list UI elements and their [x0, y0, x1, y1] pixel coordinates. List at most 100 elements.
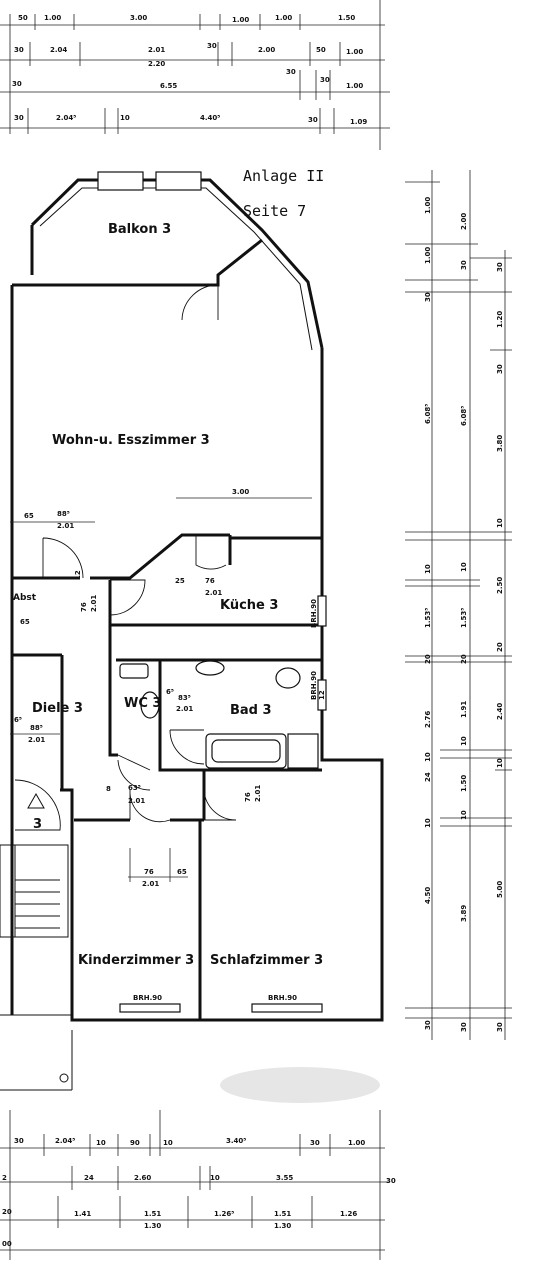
right-c1-6: 20: [424, 654, 432, 664]
dim-wc2: 83⁵: [178, 694, 191, 702]
room-label-diele: Diele 3: [32, 701, 83, 716]
doors: [14, 284, 237, 831]
dim-ki1: 76: [144, 868, 154, 876]
top-r2-dim-0: 30: [14, 46, 24, 54]
top-r3-dim-0: 30: [12, 80, 22, 88]
dim-d3: 2.01: [90, 595, 98, 612]
dim-diele-a: 65: [24, 512, 34, 520]
door-abst: [109, 579, 146, 616]
top-r2-dim-3: 2.20: [148, 60, 165, 68]
bot-r1-dim-2: 10: [96, 1139, 106, 1147]
right-c3-3: 3.80: [496, 435, 504, 452]
bot-r1-dim-6: 30: [310, 1139, 320, 1147]
bot-r3-dim-3: 1.30: [144, 1222, 161, 1230]
dim-h4: 2.01: [254, 785, 262, 802]
right-c1-12: 30: [424, 1020, 432, 1030]
window-kinder: [119, 1003, 181, 1013]
right-c2-2: 6.08⁵: [460, 406, 468, 426]
annex-label: Anlage II: [243, 167, 324, 185]
dim-bd1: 12: [318, 690, 326, 700]
dim-wc3: 2.01: [176, 705, 193, 713]
window-kitchen: [317, 595, 327, 627]
bot-r4-dim-0: 00: [2, 1240, 12, 1248]
wc-toilet: [140, 691, 160, 719]
room-label-schlaf: Schlafzimmer 3: [210, 953, 323, 968]
top-r1-dim-5: 1.50: [338, 14, 355, 22]
dim-ki2: 2.01: [142, 880, 159, 888]
dim-wc1: 6⁵: [166, 688, 174, 696]
dim-ki3: 65: [177, 868, 187, 876]
bot-r3-dim-5: 1.51: [274, 1210, 291, 1218]
right-c3-10: 30: [496, 1022, 504, 1032]
right-c2-8: 1.50: [460, 775, 468, 792]
dim-dl1: 6⁵: [14, 716, 22, 724]
bot-r3-dim-7: 1.26: [340, 1210, 357, 1218]
bot-r3-dim-6: 1.30: [274, 1222, 291, 1230]
door-schlaf: [203, 789, 237, 821]
bot-r3-dim-1: 1.41: [74, 1210, 91, 1218]
dim-diele-b: 88⁵: [57, 510, 70, 518]
top-r3-dim-1: 6.55: [160, 82, 177, 90]
parapet-kueche: BRH.90: [310, 599, 318, 628]
door-kinder: [129, 789, 171, 823]
parapet-schlaf: BRH.90: [268, 994, 297, 1002]
scan-smudge: [220, 1067, 380, 1103]
room-label-kinder: Kinderzimmer 3: [78, 953, 194, 968]
dim-d1: 12: [74, 570, 82, 580]
right-c3-9: 5.00: [496, 881, 504, 898]
right-c1-0: 1.00: [424, 197, 432, 214]
bot-r2-dim-2: 2.60: [134, 1174, 151, 1182]
right-c1-1: 1.00: [424, 247, 432, 264]
top-r1-dim-3: 1.00: [232, 16, 249, 24]
bot-r2-dim-0: 2: [2, 1174, 7, 1182]
door-entrance: [14, 779, 61, 831]
right-c2-7: 10: [460, 736, 468, 746]
unit-marker-icon: [27, 792, 45, 809]
dim-diele-d: 65: [20, 618, 30, 626]
dim-h1: 63⁵: [128, 784, 141, 792]
right-c2-0: 2.00: [460, 213, 468, 230]
dim-h2: 2.01: [128, 797, 145, 805]
interior-walls: [12, 533, 322, 1020]
right-c2-6: 1.91: [460, 701, 468, 718]
dim-dl2: 88⁵: [30, 724, 43, 732]
bot-r1-dim-7: 1.00: [348, 1139, 365, 1147]
bot-r2-dim-3: 10: [210, 1174, 220, 1182]
top-r4-dim-5: 1.09: [350, 118, 367, 126]
staircase: 3: [0, 792, 69, 938]
top-r4-dim-0: 30: [14, 114, 24, 122]
room-label-wc: WC 3: [124, 696, 161, 711]
top-r1-dim-4: 1.00: [275, 14, 292, 22]
right-c2-9: 10: [460, 810, 468, 820]
bot-r3-dim-2: 1.51: [144, 1210, 161, 1218]
right-c3-0: 30: [496, 262, 504, 272]
windows: [119, 595, 327, 1013]
top-r2-dim-4: 30: [207, 42, 217, 50]
bot-r1-dim-4: 10: [163, 1139, 173, 1147]
window-schlaf: [251, 1003, 323, 1013]
unit-number: 3: [33, 817, 42, 832]
right-c2-3: 10: [460, 562, 468, 572]
bot-r1-dim-1: 2.04⁵: [55, 1137, 75, 1145]
dim-k3: 2.01: [205, 589, 222, 597]
balcony: Balkon 3: [30, 171, 324, 351]
door-balcony: [181, 284, 219, 321]
right-c1-10: 10: [424, 818, 432, 828]
right-c2-4: 1.53⁵: [460, 608, 468, 628]
right-c1-9: 24: [424, 772, 432, 782]
room-label-wohn: Wohn-u. Esszimmer 3: [52, 433, 210, 448]
balcony-planter-1: [97, 171, 144, 191]
bot-r1-dim-3: 90: [130, 1139, 140, 1147]
bot-r2-dim-1: 24: [84, 1174, 94, 1182]
top-r2-dim-5: 2.00: [258, 46, 275, 54]
right-c1-7: 2.76: [424, 711, 432, 728]
bot-r3-dim-4: 1.26⁵: [214, 1210, 234, 1218]
door-bath: [169, 729, 205, 765]
window-bath: [317, 679, 327, 711]
parapet-bad: BRH.90: [310, 671, 318, 700]
top-r4-dim-1: 2.04⁵: [56, 114, 76, 122]
top-r1-dim-0: 50: [18, 14, 28, 22]
right-c2-11: 30: [460, 1022, 468, 1032]
right-c3-4: 10: [496, 518, 504, 528]
